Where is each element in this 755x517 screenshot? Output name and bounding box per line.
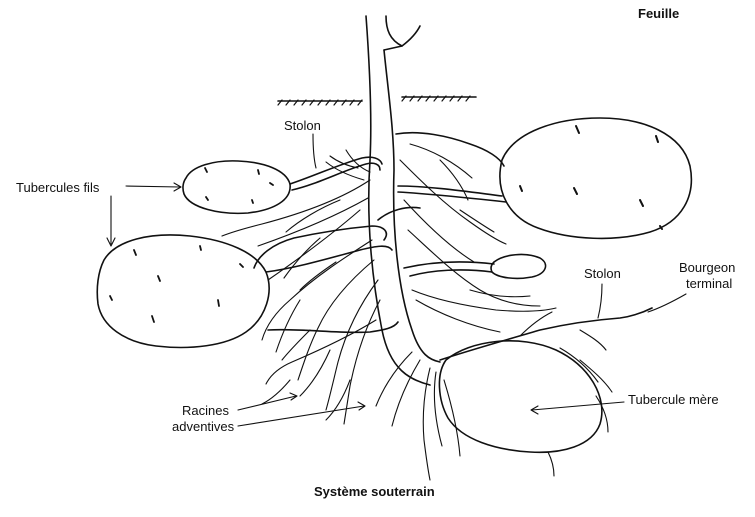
caption-systeme-souterrain: Système souterrain bbox=[314, 484, 435, 499]
daughter-tuber-large bbox=[97, 235, 269, 347]
label-tubercules-fils: Tubercules fils bbox=[16, 180, 99, 195]
ground-line-left bbox=[278, 100, 362, 105]
daughter-tuber-small bbox=[183, 161, 290, 213]
label-stolon-top: Stolon bbox=[284, 118, 321, 133]
small-tuber-center bbox=[491, 255, 546, 279]
label-racines-line2: adventives bbox=[172, 419, 234, 434]
stolons bbox=[254, 133, 652, 360]
label-stolon-right: Stolon bbox=[584, 266, 621, 281]
main-stem bbox=[366, 16, 440, 385]
label-bourgeon-terminal-line2: terminal bbox=[686, 276, 732, 291]
label-feuille-fragment: Feuille bbox=[638, 6, 679, 21]
label-bourgeon-terminal-line1: Bourgeon bbox=[679, 260, 735, 275]
label-tubercule-mere: Tubercule mère bbox=[628, 392, 719, 407]
mother-tuber bbox=[439, 341, 601, 452]
daughter-tuber-right bbox=[500, 118, 691, 238]
label-racines-line1: Racines bbox=[182, 403, 229, 418]
adventitious-roots bbox=[222, 144, 612, 480]
ground-line-right bbox=[402, 96, 476, 101]
